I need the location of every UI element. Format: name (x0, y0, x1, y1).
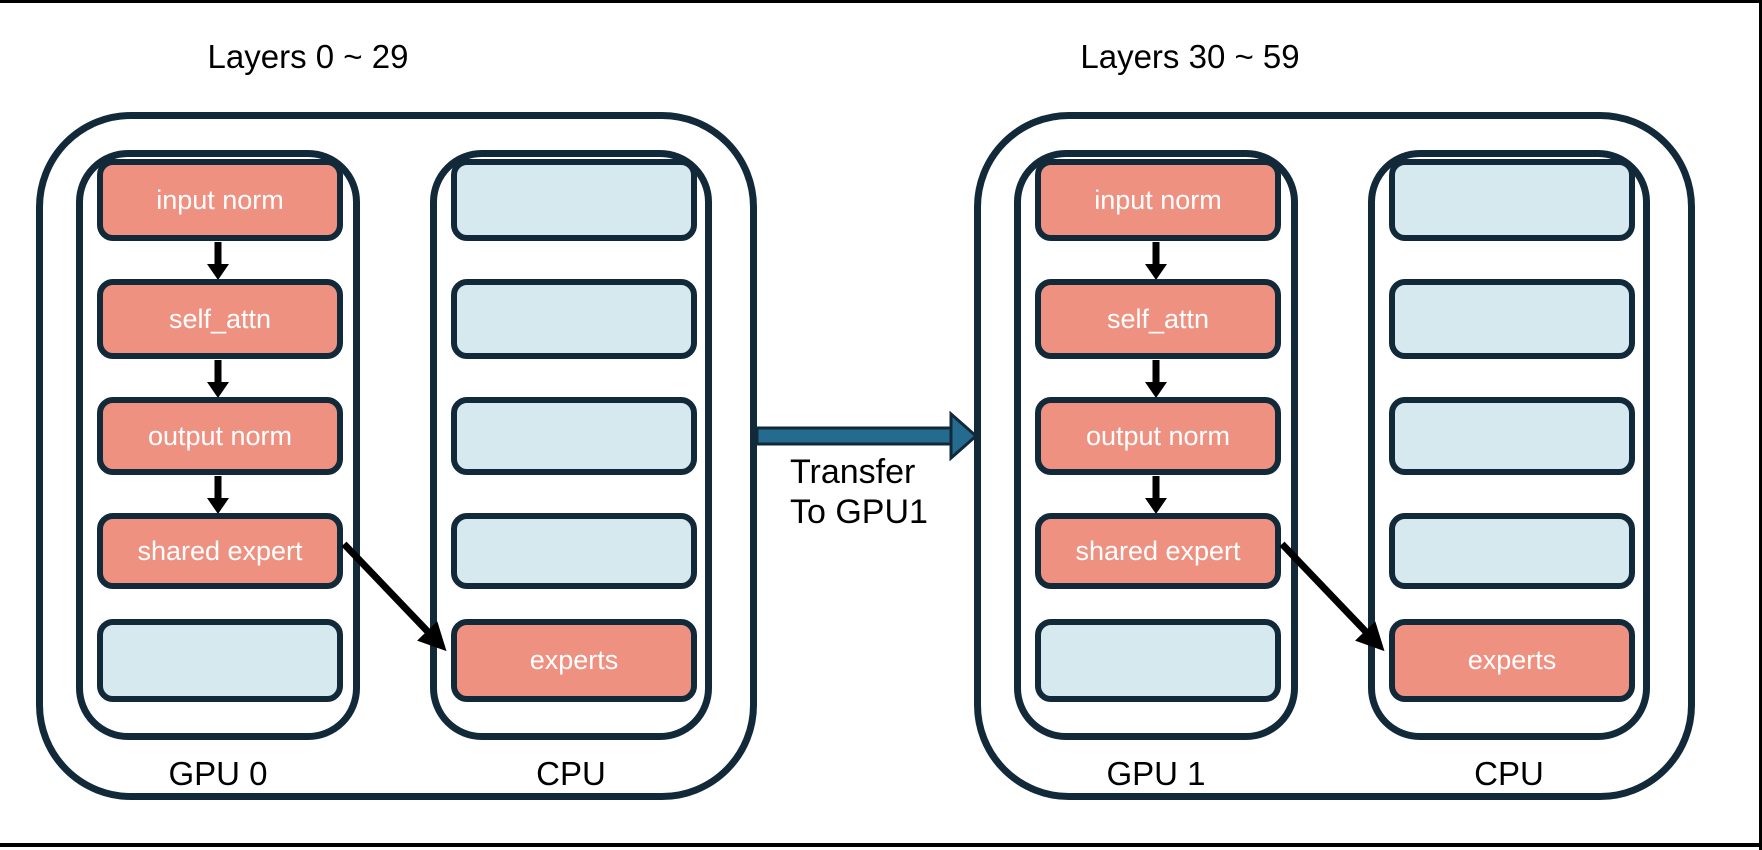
cpu-left-box-empty (451, 159, 697, 241)
gpu0-box-empty (97, 619, 343, 702)
gpu1-label: GPU 1 (1106, 755, 1206, 792)
box-label: input norm (156, 184, 284, 215)
screen-edge-bottom (0, 843, 1762, 847)
transfer-arrow-icon (755, 410, 979, 462)
flow-down-arrow-icon (207, 242, 229, 280)
offload-arrow-icon (1279, 541, 1385, 652)
transfer-label: Transfer To GPU1 (790, 452, 1010, 532)
box-label: self_attn (1106, 303, 1210, 334)
flow-down-arrow-icon (1145, 242, 1167, 280)
gpu1-box-empty (1035, 619, 1281, 702)
box-label: shared expert (137, 535, 303, 566)
gpu0-box-self-attn: self_attn (97, 279, 343, 359)
box-label: experts (1467, 645, 1557, 675)
cpu-right-box-empty (1389, 397, 1635, 475)
box-label: input norm (1094, 184, 1222, 215)
box-label: output norm (147, 420, 293, 451)
layer-group-0-29: input norm self_attn output norm shared … (36, 112, 757, 800)
gpu0-box-output-norm: output norm (97, 397, 343, 475)
gpu0-container: input norm self_attn output norm shared … (76, 150, 360, 740)
cpu-left-box-empty (451, 279, 697, 359)
gpu1-box-input-norm: input norm (1035, 159, 1281, 241)
gpu1-box-output-norm: output norm (1035, 397, 1281, 475)
screen-edge-right (1759, 0, 1762, 850)
gpu0-box-shared-expert: shared expert (97, 513, 343, 589)
offload-arrow-icon (341, 541, 447, 652)
box-label: experts (529, 645, 619, 675)
flow-down-arrow-icon (207, 476, 229, 514)
box-label: shared expert (1075, 535, 1241, 566)
transfer-label-line1: Transfer (790, 453, 916, 491)
cpu-container-left: experts (430, 150, 712, 740)
group-title-layers-30-59: Layers 30 ~ 59 (1080, 38, 1300, 75)
cpu-left-box-empty (451, 397, 697, 475)
gpu0-label: GPU 0 (168, 755, 268, 792)
cpu-left-box-experts: experts (451, 619, 697, 702)
flow-down-arrow-icon (1145, 360, 1167, 398)
gpu1-box-shared-expert: shared expert (1035, 513, 1281, 589)
screen-edge-top (0, 0, 1762, 3)
cpu-right-box-empty (1389, 159, 1635, 241)
cpu-right-box-empty (1389, 279, 1635, 359)
cpu-container-right: experts (1368, 150, 1650, 740)
box-label: self_attn (168, 303, 272, 334)
gpu1-box-self-attn: self_attn (1035, 279, 1281, 359)
flow-down-arrow-icon (1145, 476, 1167, 514)
cpu-left-box-empty (451, 513, 697, 589)
gpu1-container: input norm self_attn output norm shared … (1014, 150, 1298, 740)
cpu-label-right: CPU (1474, 755, 1544, 792)
layer-group-30-59: input norm self_attn output norm shared … (974, 112, 1695, 800)
gpu0-box-input-norm: input norm (97, 159, 343, 241)
group-title-layers-0-29: Layers 0 ~ 29 (207, 38, 409, 75)
box-label: output norm (1085, 420, 1231, 451)
flow-down-arrow-icon (207, 360, 229, 398)
cpu-label-left: CPU (536, 755, 606, 792)
cpu-right-box-experts: experts (1389, 619, 1635, 702)
cpu-right-box-empty (1389, 513, 1635, 589)
transfer-label-line2: To GPU1 (790, 493, 928, 531)
